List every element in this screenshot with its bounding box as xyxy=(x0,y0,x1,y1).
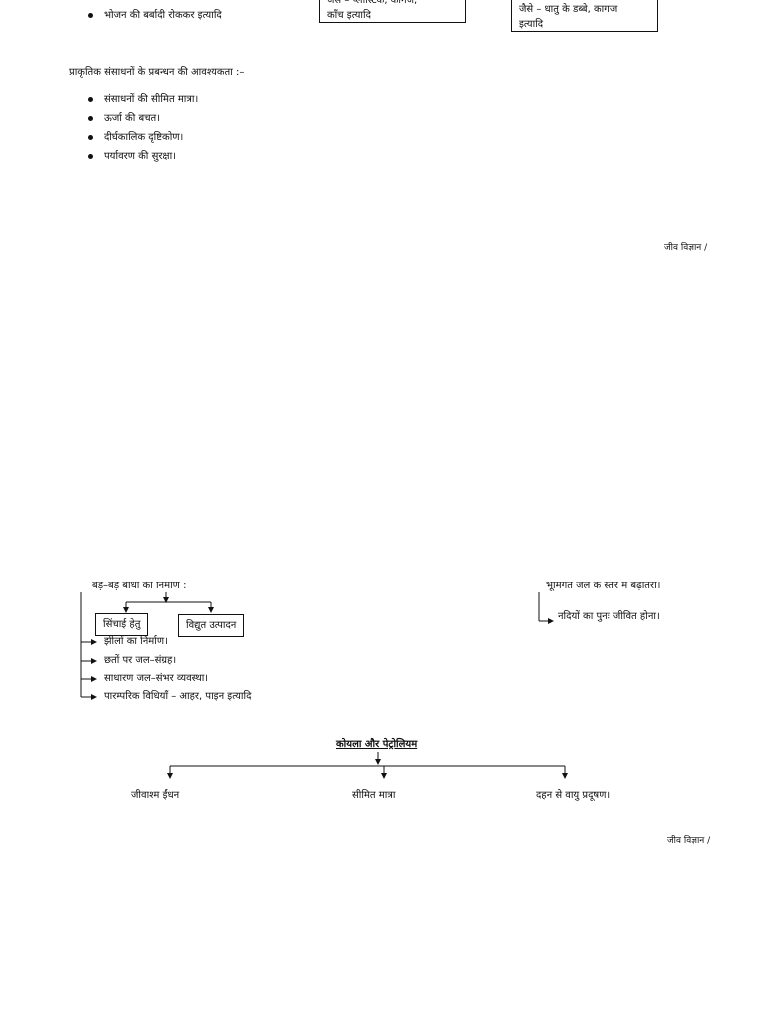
box-line: काँच इत्यादि xyxy=(327,10,371,21)
section-heading: प्राकृतिक संसाधनों के प्रबन्धन की आवश्यक… xyxy=(69,67,245,78)
bullet-list-top: भोजन की बर्बादी रोककर इत्यादि xyxy=(88,6,222,25)
box-line: जैसे – प्लास्टिक, कागज, xyxy=(327,0,418,6)
box-irrigation: सिंचाई हेतु xyxy=(95,613,149,636)
list-item: झीलों का निर्माण। xyxy=(104,636,168,647)
list-item: संसाधनों की सीमित मात्रा। xyxy=(88,90,198,109)
branch-label: दहन से वायु प्रदूषण। xyxy=(536,790,611,801)
list-item: पर्यावरण की सुरक्षा। xyxy=(88,147,198,166)
page-footer: जीव विज्ञान / xyxy=(667,836,711,846)
bullet-list-needs: संसाधनों की सीमित मात्रा। ऊर्जा की बचत। … xyxy=(88,90,198,166)
box-label: सिंचाई हेतु xyxy=(103,619,141,630)
branch-label: सीमित मात्रा xyxy=(352,790,396,801)
box-line: जैसे – धातु के डब्बे, कागज xyxy=(519,4,618,15)
list-item: ऊर्जा की बचत। xyxy=(88,109,198,128)
partial-text-groundwater: भूमिगत जल के स्तर में बढ़ोतरी। xyxy=(546,582,661,591)
branch-label: जीवाश्म ईंधन xyxy=(131,790,180,801)
partial-text-dams: बड़े–बड़े बाँधों का निर्माण : xyxy=(92,582,187,591)
list-item: पारम्परिक विधियाँ – आहर, पाइन इत्यादि xyxy=(104,691,252,702)
box-examples-middle: जैसे – प्लास्टिक, कागज, काँच इत्यादि xyxy=(319,0,466,23)
box-power: विद्युत उत्पादन xyxy=(178,614,245,637)
page-footer: जीव विज्ञान / xyxy=(664,243,708,253)
box-label: विद्युत उत्पादन xyxy=(186,620,237,631)
list-item: दीर्घकालिक दृष्टिकोण। xyxy=(88,128,198,147)
list-item: साधारण जल–संभर व्यवस्था। xyxy=(104,673,209,684)
section-title: कोयला और पेट्रोलियम xyxy=(336,739,418,750)
list-item: नदियों का पुनः जीवित होना। xyxy=(558,611,660,622)
list-item: छतों पर जल–संग्रह। xyxy=(104,655,177,666)
box-examples-right: जैसे – धातु के डब्बे, कागज इत्यादि xyxy=(511,0,658,32)
box-line: इत्यादि xyxy=(519,19,544,30)
list-item: भोजन की बर्बादी रोककर इत्यादि xyxy=(88,6,222,25)
